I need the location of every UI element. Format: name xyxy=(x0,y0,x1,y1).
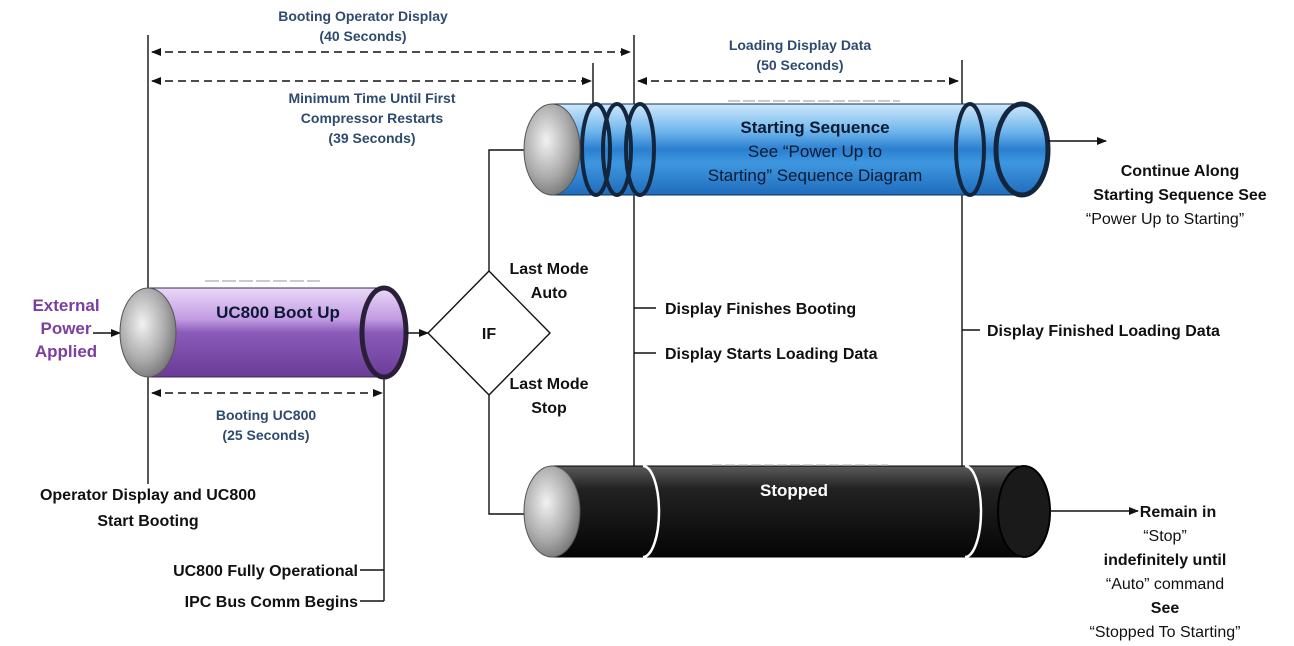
boot-cylinder: UC800 Boot Up xyxy=(119,280,409,380)
event-display-starts-loading: Display Starts Loading Data xyxy=(634,346,878,363)
stopped-cylinder: Stopped xyxy=(523,464,1051,559)
svg-text:Booting Operator Display: Booting Operator Display xyxy=(278,8,448,24)
decision-stop-label: Last Mode Stop xyxy=(509,376,588,417)
svg-text:Booting UC800: Booting UC800 xyxy=(216,407,317,423)
svg-text:Display Finished Loading Data: Display Finished Loading Data xyxy=(987,323,1220,340)
svg-text:(50 Seconds): (50 Seconds) xyxy=(756,57,843,73)
svg-text:Start Booting: Start Booting xyxy=(97,513,198,530)
decision-label: IF xyxy=(482,326,496,343)
external-power-label: External Power Applied xyxy=(32,296,99,361)
svg-text:indefinitely until: indefinitely until xyxy=(1104,552,1227,569)
svg-text:“Stopped To Starting”: “Stopped To Starting” xyxy=(1090,624,1241,641)
svg-text:Auto: Auto xyxy=(531,285,568,302)
decision-auto-label: Last Mode Auto xyxy=(509,261,588,302)
svg-text:Display Starts Loading Data: Display Starts Loading Data xyxy=(665,346,878,363)
event-ipc-bus: IPC Bus Comm Begins xyxy=(185,594,384,611)
starting-cylinder-sub-2: Starting” Sequence Diagram xyxy=(708,166,923,185)
svg-text:Stop: Stop xyxy=(531,400,567,417)
svg-text:Continue Along: Continue Along xyxy=(1121,163,1240,180)
svg-text:“Power Up to Starting”: “Power Up to Starting” xyxy=(1086,211,1244,228)
timing-caption-loading-display-data: Loading Display Data (50 Seconds) xyxy=(729,37,872,73)
stopped-cylinder-label: Stopped xyxy=(760,481,828,500)
svg-text:UC800 Fully Operational: UC800 Fully Operational xyxy=(173,563,358,580)
svg-text:Minimum Time Until First: Minimum Time Until First xyxy=(289,90,456,106)
timing-caption-booting-uc800: Booting UC800 (25 Seconds) xyxy=(216,407,317,443)
remain-note: Remain in “Stop” indefinitely until “Aut… xyxy=(1090,504,1241,641)
svg-text:Power: Power xyxy=(40,319,91,338)
svg-text:Loading Display Data: Loading Display Data xyxy=(729,37,872,53)
starting-cylinder-title: Starting Sequence xyxy=(740,118,889,137)
svg-text:Applied: Applied xyxy=(35,342,97,361)
event-display-finishes-booting: Display Finishes Booting xyxy=(634,301,856,318)
svg-text:External: External xyxy=(32,296,99,315)
event-operator-start-booting: Operator Display and UC800 Start Booting xyxy=(40,487,256,530)
starting-cylinder-sub-1: See “Power Up to xyxy=(748,142,882,161)
continue-note: Continue Along Starting Sequence See “Po… xyxy=(1086,163,1267,228)
starting-cylinder: Starting Sequence See “Power Up to Start… xyxy=(523,100,1051,198)
svg-text:Remain in: Remain in xyxy=(1140,504,1216,521)
timing-caption-booting-operator-display: Booting Operator Display (40 Seconds) xyxy=(278,8,448,44)
svg-text:Compressor Restarts: Compressor Restarts xyxy=(301,110,444,126)
svg-text:Last Mode: Last Mode xyxy=(509,376,588,393)
svg-text:Display Finishes Booting: Display Finishes Booting xyxy=(665,301,856,318)
event-display-finished-loading: Display Finished Loading Data xyxy=(962,323,1220,340)
svg-text:Starting Sequence See: Starting Sequence See xyxy=(1093,187,1266,204)
timeline-lines xyxy=(147,35,963,601)
svg-text:“Stop”: “Stop” xyxy=(1143,528,1187,545)
svg-text:See: See xyxy=(1151,600,1180,617)
timing-caption-minimum-time: Minimum Time Until First Compressor Rest… xyxy=(289,90,456,146)
svg-text:“Auto” command: “Auto” command xyxy=(1106,576,1224,593)
svg-text:Operator Display and UC800: Operator Display and UC800 xyxy=(40,487,256,504)
svg-text:(25 Seconds): (25 Seconds) xyxy=(222,427,309,443)
boot-cylinder-label: UC800 Boot Up xyxy=(216,303,340,322)
timing-dimensions xyxy=(151,48,959,397)
event-uc800-operational: UC800 Fully Operational xyxy=(173,563,384,580)
svg-text:IPC Bus Comm Begins: IPC Bus Comm Begins xyxy=(185,594,358,611)
svg-text:Last Mode: Last Mode xyxy=(509,261,588,278)
svg-text:(40 Seconds): (40 Seconds) xyxy=(319,28,406,44)
svg-text:(39 Seconds): (39 Seconds) xyxy=(328,130,415,146)
